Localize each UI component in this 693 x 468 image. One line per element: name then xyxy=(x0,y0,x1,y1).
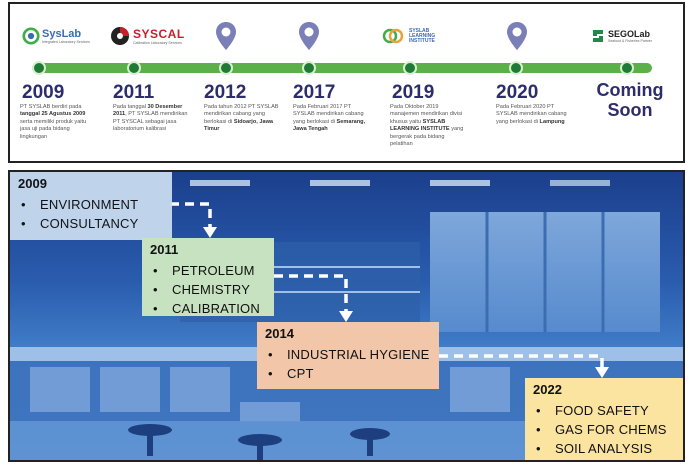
sli-mark-icon xyxy=(382,28,404,44)
map-pin-icon xyxy=(215,18,237,54)
year-label: 2012 xyxy=(204,82,247,103)
stage-item: GAS FOR CHEMS xyxy=(533,420,681,439)
timeline-line xyxy=(32,63,652,73)
stage-box-2022: 2022 FOOD SAFETY GAS FOR CHEMS SOIL ANAL… xyxy=(525,378,683,460)
syslab-mark-icon xyxy=(22,27,40,45)
segolab-logo: SEGOLab Seafood & Fisheries Partner xyxy=(590,18,652,54)
syslab-logo-tagline: Integrated Laboratory Services xyxy=(42,40,90,44)
stage-item: CHEMISTRY xyxy=(150,280,266,299)
syslab-logo-text: SysLab xyxy=(42,28,82,40)
segolab-logo-text: SEGOLab xyxy=(608,29,651,39)
stage-box-2009: 2009 ENVIRONMENT CONSULTANCY xyxy=(10,172,172,240)
segolab-logo-tagline: Seafood & Fisheries Partner xyxy=(608,39,652,43)
stage-item: ENVIRONMENT xyxy=(18,195,164,214)
timeline-dot-2017 xyxy=(302,61,316,75)
event-description-2019: Pada Oktober 2019 manajemen mendirikan d… xyxy=(390,104,464,148)
sli-logo-line1: SYSLAB xyxy=(409,27,430,34)
stage-item: FOOD SAFETY xyxy=(533,401,681,420)
year-label: 2009 xyxy=(22,82,65,103)
year-label: 2020 xyxy=(496,82,539,103)
year-label: 2011 xyxy=(113,82,155,103)
syslab-learning-institute-logo: SYSLAB LEARNING INSTITUTE xyxy=(382,18,435,54)
map-pin-icon xyxy=(298,18,320,54)
stage-year: 2014 xyxy=(265,326,294,341)
coming-soon-label: Coming Soon xyxy=(596,80,664,120)
stage-year: 2011 xyxy=(150,242,179,257)
event-description-2011: Pada tanggal 30 Desember 2011, PT SYSLAB… xyxy=(113,104,188,133)
lab-panel: 2009 ENVIRONMENT CONSULTANCY 2011 PETROL… xyxy=(8,170,685,462)
timeline-dot-coming-soon xyxy=(620,61,634,75)
timeline-panel: SysLab Integrated Laboratory Services SY… xyxy=(8,2,685,163)
stage-box-2014: 2014 INDUSTRIAL HYGIENE CPT xyxy=(257,322,439,389)
stage-item: INDUSTRIAL HYGIENE xyxy=(265,345,431,364)
year-label: 2017 xyxy=(293,82,336,103)
syslab-logo: SysLab Integrated Laboratory Services xyxy=(22,18,90,54)
year-label: 2019 xyxy=(392,82,435,103)
stage-item: PETROLEUM xyxy=(150,261,266,280)
timeline-dot-2009 xyxy=(32,61,46,75)
event-description-2020: Pada Februari 2020 PT SYSLAB mendirikan … xyxy=(496,104,567,125)
event-description-2017: Pada Februari 2017 PT SYSLAB mendirikan … xyxy=(293,104,366,133)
sli-logo-line2: LEARNING xyxy=(409,32,436,39)
syscal-logo-text: SYSCAL xyxy=(133,27,185,41)
segolab-mark-icon xyxy=(593,30,603,42)
stage-year: 2009 xyxy=(18,176,47,191)
stage-year: 2022 xyxy=(533,382,562,397)
timeline-dot-2011 xyxy=(127,61,141,75)
sli-logo-line3: INSTITUTE xyxy=(409,37,435,44)
syscal-logo-tagline: Calibration Laboratory Services xyxy=(133,41,182,45)
timeline-dot-2020 xyxy=(509,61,523,75)
syscal-logo: SYSCAL Calibration Laboratory Services xyxy=(110,18,185,54)
map-pin-icon xyxy=(506,18,528,54)
timeline-dot-2012 xyxy=(219,61,233,75)
stage-item: CALIBRATION xyxy=(150,299,266,318)
syscal-mark-icon xyxy=(111,27,129,45)
stage-item: CPT xyxy=(265,364,431,383)
stage-item: SOIL ANALYSIS xyxy=(533,439,681,458)
timeline-dot-2019 xyxy=(403,61,417,75)
event-description-2012: Pada tahun 2012 PT SYSLAB mendirikan cab… xyxy=(204,104,279,133)
stage-box-2011: 2011 PETROLEUM CHEMISTRY CALIBRATION xyxy=(142,238,274,318)
stage-item: CONSULTANCY xyxy=(18,214,164,233)
event-description-2009: PT SYSLAB berdiri pada tanggal 25 Agustu… xyxy=(20,104,87,140)
